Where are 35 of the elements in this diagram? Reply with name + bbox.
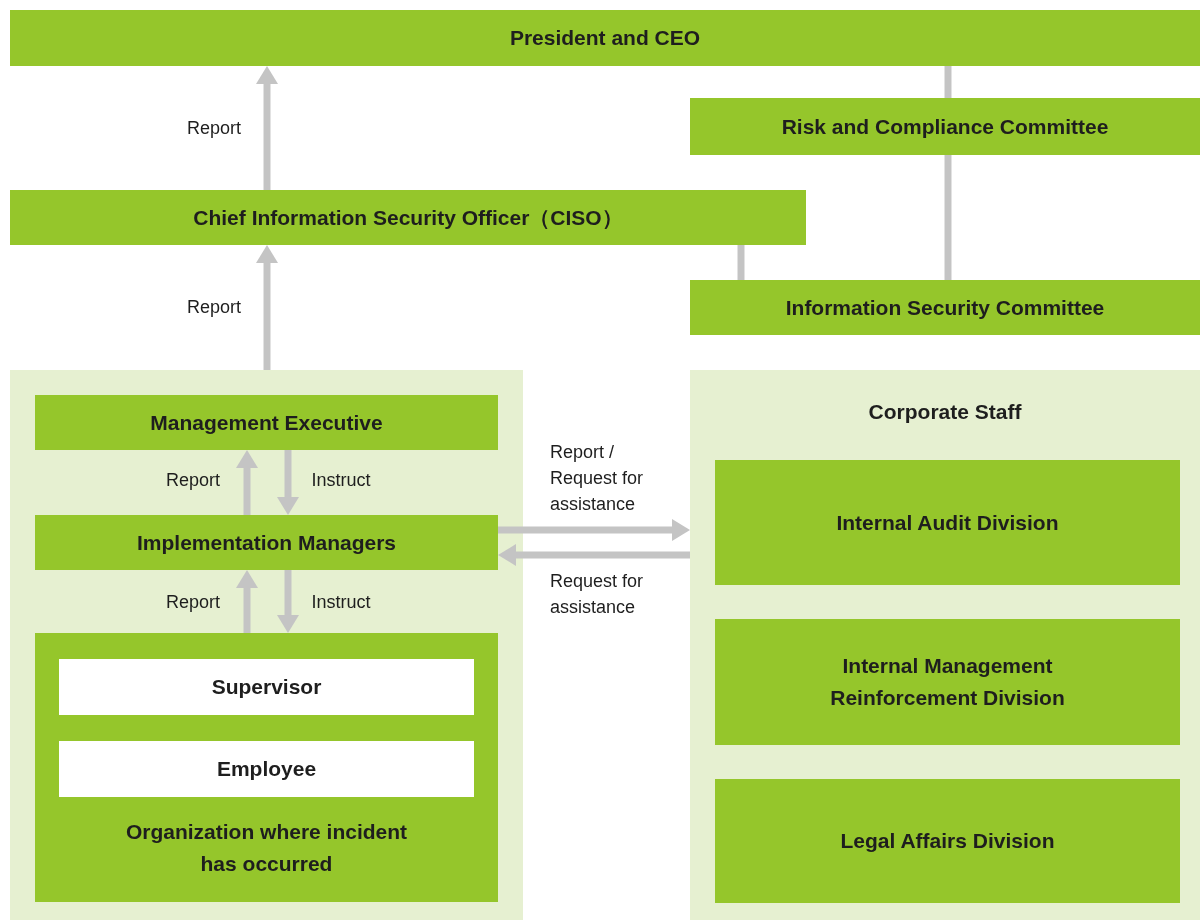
arrow [498, 544, 690, 566]
process-box [35, 633, 498, 902]
process-box: Legal Affairs Division [715, 779, 1180, 903]
process-box: Chief Information Security Officer（CISO） [10, 190, 806, 245]
arrow [277, 450, 299, 515]
edge-label: Request for assistance [550, 570, 645, 619]
arrow [277, 570, 299, 633]
process-box: Information Security Committee [690, 280, 1200, 335]
role-box: Supervisor [59, 659, 474, 715]
process-box: Internal Management Reinforcement Division [715, 619, 1180, 745]
arrow [256, 245, 278, 370]
group-panel [10, 370, 523, 920]
edge-label: Instruct [311, 591, 371, 614]
arrow [498, 519, 690, 541]
box-heading: Corporate Staff [868, 399, 1022, 425]
connector-line [737, 245, 745, 280]
connector-line [944, 155, 952, 280]
edge-label: Report [166, 591, 220, 614]
group-panel [690, 370, 1200, 920]
process-box: Implementation Managers [35, 515, 498, 570]
connector-line [944, 66, 952, 98]
edge-label: Report [187, 117, 241, 140]
role-box: Employee [59, 741, 474, 797]
process-box: President and CEO [10, 10, 1200, 66]
arrow [236, 450, 258, 515]
edge-label: Report / Request for assistance [550, 441, 645, 516]
edge-label: Instruct [311, 469, 371, 492]
box-heading: Organization where incident has occurred [124, 819, 409, 877]
arrow [256, 66, 278, 190]
edge-label: Report [166, 469, 220, 492]
arrow [236, 570, 258, 633]
process-box: Management Executive [35, 395, 498, 450]
edge-label: Report [187, 296, 241, 319]
process-box: Risk and Compliance Committee [690, 98, 1200, 155]
process-box: Internal Audit Division [715, 460, 1180, 585]
